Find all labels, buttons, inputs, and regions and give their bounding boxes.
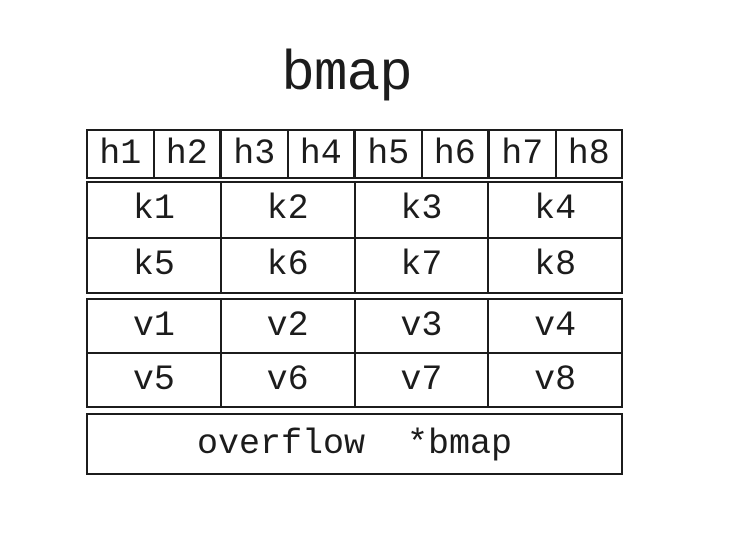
values-section: v1 v2 v3 v4 v5 v6 v7 v8 (86, 298, 623, 408)
cell-k7: k7 (353, 238, 488, 292)
cell-h1: h1 (99, 133, 142, 174)
cell-h6: h6 (420, 131, 488, 177)
cell-v3: v3 (353, 300, 488, 352)
values-row-2: v5 v6 v7 v8 (88, 352, 621, 406)
keys-section: k1 k2 k3 k4 k5 k6 k7 k8 (86, 181, 623, 294)
cell-k1: k1 (132, 189, 175, 230)
cell-h8: h8 (554, 131, 622, 177)
cell-h5: h5 (353, 131, 421, 177)
cell-h2: h2 (152, 131, 220, 177)
overflow-label: overflow *bmap (196, 423, 513, 464)
overflow-section: overflow *bmap (86, 413, 623, 475)
cell-h4: h4 (286, 131, 354, 177)
values-row-1: v1 v2 v3 v4 (88, 300, 621, 352)
cell-v5: v5 (132, 359, 175, 400)
cell-k2: k2 (219, 183, 354, 237)
values-grid: v1 v2 v3 v4 v5 v6 v7 v8 (88, 300, 621, 406)
cell-k5: k5 (132, 244, 175, 285)
cell-v6: v6 (219, 354, 354, 406)
cell-v7: v7 (353, 354, 488, 406)
cell-v8: v8 (487, 354, 621, 406)
keys-row-1: k1 k2 k3 k4 (88, 183, 621, 237)
tophash-row: h1 h2 h3 h4 h5 h6 h7 h8 (86, 129, 623, 179)
cell-k3: k3 (353, 183, 488, 237)
cell-v1: v1 (132, 305, 175, 346)
cell-k6: k6 (219, 238, 354, 292)
cell-v2: v2 (219, 300, 354, 352)
keys-grid: k1 k2 k3 k4 k5 k6 k7 k8 (88, 183, 621, 292)
diagram-title: bmap (281, 42, 412, 106)
cell-v4: v4 (487, 300, 621, 352)
cell-h7: h7 (487, 131, 555, 177)
cell-k8: k8 (487, 238, 621, 292)
keys-row-2: k5 k6 k7 k8 (88, 236, 621, 292)
cell-h3: h3 (219, 131, 287, 177)
cell-k4: k4 (487, 183, 621, 237)
